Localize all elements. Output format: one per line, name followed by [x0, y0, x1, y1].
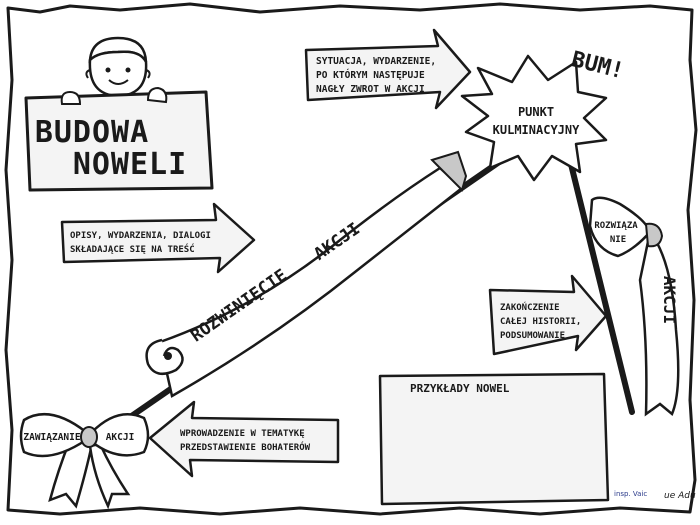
exposition-bow: ZAWIĄZANIE AKCJI	[19, 412, 150, 510]
climax-description-arrow: SYTUACJA, WYDARZENIE, PO KTÓRYM NASTĘPUJ…	[304, 28, 472, 110]
character-ear-left	[85, 69, 91, 79]
ending-arrow-shape	[488, 274, 608, 356]
resolution-ribbon-tail	[638, 229, 680, 417]
ending-desc-line-1: ZAKOŃCZENIE	[500, 301, 560, 313]
development-arrow-shape	[60, 202, 256, 274]
development-ribbon: ROZWINIĘCIE AKCJI	[145, 150, 468, 398]
climax-desc-line-2: PO KTÓRYM NASTĘPUJE	[316, 69, 425, 81]
climax-arrow-shape	[304, 28, 472, 110]
examples-box-outline	[378, 372, 610, 506]
development-desc-line-1: OPISY, WYDARZENIA, DIALOGI	[70, 231, 211, 241]
title-sign	[24, 90, 214, 192]
title-line-2: NOWELI	[73, 147, 187, 182]
intro-description-arrow: WPROWADZENIE W TEMATYKĘ PRZEDSTAWIENIE B…	[148, 400, 340, 478]
resolution-ribbon-label: AKCJI	[660, 276, 679, 324]
examples-title: PRZYKŁADY NOWEL	[410, 382, 510, 395]
character-smile	[108, 79, 129, 85]
bow-knot	[80, 426, 98, 448]
intro-desc-line-1: WPROWADZENIE W TEMATYKĘ	[180, 429, 305, 439]
character-hand-right	[146, 86, 168, 104]
intro-arrow-shape	[148, 400, 340, 478]
resolution-ribbon: ROZWIĄZA NIE AKCJI	[588, 196, 680, 417]
ending-desc-line-2: CAŁEJ HISTORII,	[500, 317, 581, 327]
climax-desc-line-1: SYTUACJA, WYDARZENIE,	[316, 56, 436, 67]
climax-burst: PUNKT KULMINACYJNY BUM!	[460, 47, 626, 182]
bow-tail-left	[48, 438, 94, 509]
ending-description-arrow: ZAKOŃCZENIE CAŁEJ HISTORII, PODSUMOWANIE	[488, 274, 608, 356]
character-eye-left	[105, 67, 111, 73]
character-hand-left	[60, 90, 82, 105]
title-line-1: BUDOWA	[35, 115, 149, 150]
signature-left: insp. Vaic	[614, 490, 647, 498]
bow-loop-left	[19, 412, 88, 458]
exposition-label-right: AKCJI	[106, 432, 135, 443]
development-desc-line-2: SKŁADAJĄCE SIĘ NA TREŚĆ	[70, 243, 195, 255]
exposition-label-left: ZAWIĄZANIE	[23, 432, 80, 443]
resolution-label-2: NIE	[610, 235, 626, 245]
ribbon-end-top	[430, 150, 468, 192]
bow-tail-right	[88, 442, 131, 510]
climax-burst-shape	[460, 54, 608, 182]
falling-line	[565, 149, 635, 415]
character-eye-right	[125, 67, 131, 73]
character-holding-sign: BUDOWA NOWELI	[24, 36, 214, 192]
climax-desc-line-3: NAGŁY ZWROT W AKCJI	[316, 84, 425, 95]
resolution-knot	[644, 222, 664, 248]
development-description-arrow: OPISY, WYDARZENIA, DIALOGI SKŁADAJĄCE SI…	[60, 202, 256, 274]
ribbon-band	[158, 166, 464, 398]
bow-loop-right	[90, 413, 150, 457]
ending-desc-line-3: PODSUMOWANIE	[500, 331, 565, 341]
resolution-label-1: ROZWIĄZA	[594, 221, 638, 231]
character-head	[88, 50, 148, 98]
signature-right: ue Adu	[664, 491, 696, 501]
climax-label-1: PUNKT	[518, 105, 554, 119]
ribbon-curl-center	[164, 352, 172, 360]
examples-box: PRZYKŁADY NOWEL	[378, 372, 610, 506]
climax-label-2: KULMINACYJNY	[493, 123, 580, 137]
intro-desc-line-2: PRZEDSTAWIENIE BOHATERÓW	[180, 441, 311, 453]
character-ear-right	[145, 69, 151, 79]
frame	[4, 2, 698, 516]
